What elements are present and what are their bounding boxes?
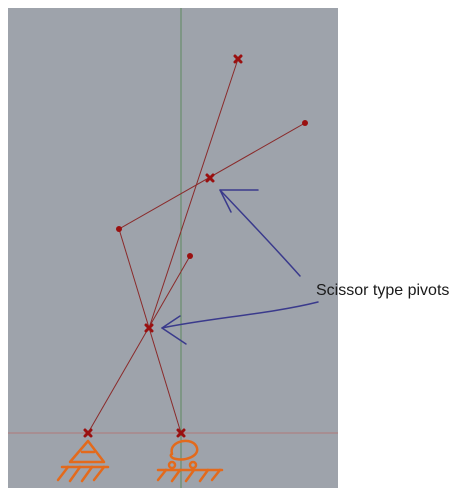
pivot-x-icon xyxy=(144,323,154,333)
arrow-to-lower-pivot xyxy=(161,301,319,329)
arrow-to-upper-pivot xyxy=(219,189,301,277)
pivot-x-icon xyxy=(83,428,93,438)
joint-dot-icon xyxy=(187,253,193,259)
annotation-label: Scissor type pivots xyxy=(316,282,450,299)
arrow-head-icon xyxy=(219,189,259,213)
pivot-markers xyxy=(83,54,243,438)
roller-support-icon xyxy=(156,439,224,483)
pivot-x-icon xyxy=(205,173,215,183)
link-right-diagonal xyxy=(87,255,191,434)
arrow-head-icon xyxy=(161,315,187,345)
joint-dot-icon xyxy=(302,120,308,126)
link-upper-long xyxy=(148,58,239,329)
joint-markers xyxy=(116,120,308,259)
joint-dot-icon xyxy=(116,226,122,232)
canvas-background xyxy=(8,8,338,488)
pivot-x-icon xyxy=(176,428,186,438)
pinned-support-icon xyxy=(56,439,110,483)
annotation-arrows xyxy=(161,189,319,345)
pivot-x-icon xyxy=(233,54,243,64)
